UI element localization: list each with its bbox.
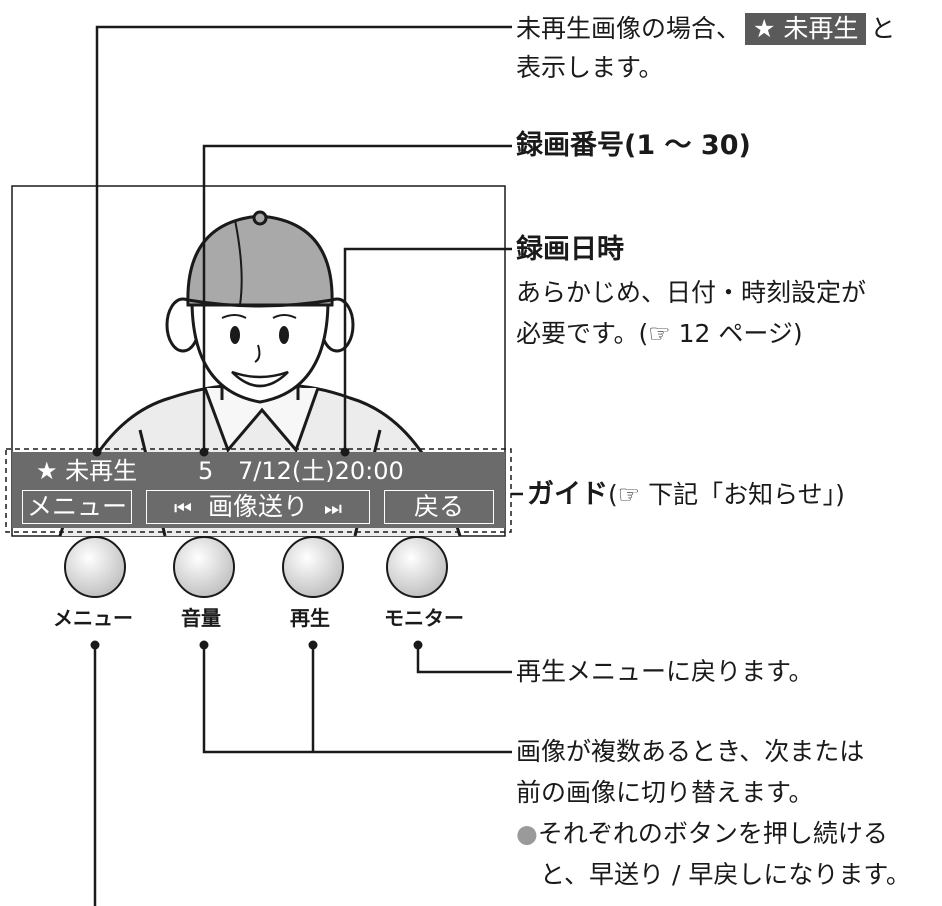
callout-unplayed-text: 未再生画像の場合、 bbox=[516, 14, 742, 43]
unplayed-badge: ★ 未再生 bbox=[745, 13, 867, 45]
leader-record-number bbox=[202, 144, 512, 452]
callout-guide-ref: (☞ 下記「お知らせ」) bbox=[608, 480, 845, 509]
callout-unplayed-line2: 表示します。 bbox=[516, 53, 664, 82]
skip-previous-icon: ⏮ bbox=[174, 496, 193, 520]
record-datetime-value: 7/12(土)20:00 bbox=[238, 457, 404, 485]
bullet-icon: ● bbox=[516, 819, 538, 848]
menu-physical-button[interactable] bbox=[64, 536, 126, 598]
skip-next-icon: ⏭ bbox=[323, 496, 342, 520]
callout-monitor: 再生メニューに戻ります。 bbox=[516, 657, 814, 686]
callout-guide-title: ガイド bbox=[527, 479, 608, 510]
callout-record-number-title: 録画番号(1 ～ 30) bbox=[516, 130, 751, 161]
callout-unplayed-suffix: と bbox=[870, 14, 896, 43]
volume-button-label: 音量 bbox=[181, 606, 221, 630]
guide-outline bbox=[5, 448, 512, 533]
leader-record-datetime bbox=[343, 247, 512, 452]
guide-image-advance-button[interactable]: ⏮ 画像送り ⏭ bbox=[146, 490, 370, 524]
unplayed-indicator: ★ 未再生 bbox=[36, 457, 138, 485]
leader-unplayed bbox=[95, 25, 512, 452]
callout-record-datetime-line2: 必要です。(☞ 12 ページ) bbox=[516, 319, 803, 348]
callout-volume-play-line2: 前の画像に切り替えます。 bbox=[516, 778, 814, 807]
callout-volume-play-line4: と、早送り / 早戻しになります。 bbox=[540, 860, 911, 889]
leader-monitor bbox=[416, 645, 512, 674]
guide-menu-button[interactable]: メニュー bbox=[22, 490, 132, 524]
monitor-physical-button[interactable] bbox=[386, 536, 448, 598]
callout-unplayed-line1: 未再生画像の場合、★ 未再生と bbox=[516, 13, 895, 45]
play-button-label: 再生 bbox=[290, 606, 330, 630]
callout-guide: ガイド(☞ 下記「お知らせ」) bbox=[527, 481, 845, 508]
leader-volume bbox=[202, 645, 512, 754]
guide-menu-label: メニュー bbox=[26, 492, 127, 521]
guide-back-label: 戻る bbox=[413, 492, 464, 521]
monitor-button-label: モニター bbox=[384, 606, 464, 630]
callout-volume-play-line3-text: それぞれのボタンを押し続ける bbox=[537, 819, 888, 848]
play-physical-button[interactable] bbox=[282, 536, 344, 598]
callout-volume-play-line1: 画像が複数あるとき、次または bbox=[516, 737, 865, 766]
guide-back-button[interactable]: 戻る bbox=[384, 490, 494, 524]
volume-physical-button[interactable] bbox=[173, 536, 235, 598]
menu-button-label: メニュー bbox=[53, 606, 133, 630]
callout-volume-play-line3: ●それぞれのボタンを押し続ける bbox=[516, 821, 888, 846]
record-number-value: 5 bbox=[198, 457, 214, 485]
guide-image-advance-label: 画像送り bbox=[207, 492, 308, 521]
callout-record-datetime-title: 録画日時 bbox=[516, 234, 624, 265]
callout-record-datetime-line1: あらかじめ、日付・時刻設定が bbox=[516, 278, 867, 307]
